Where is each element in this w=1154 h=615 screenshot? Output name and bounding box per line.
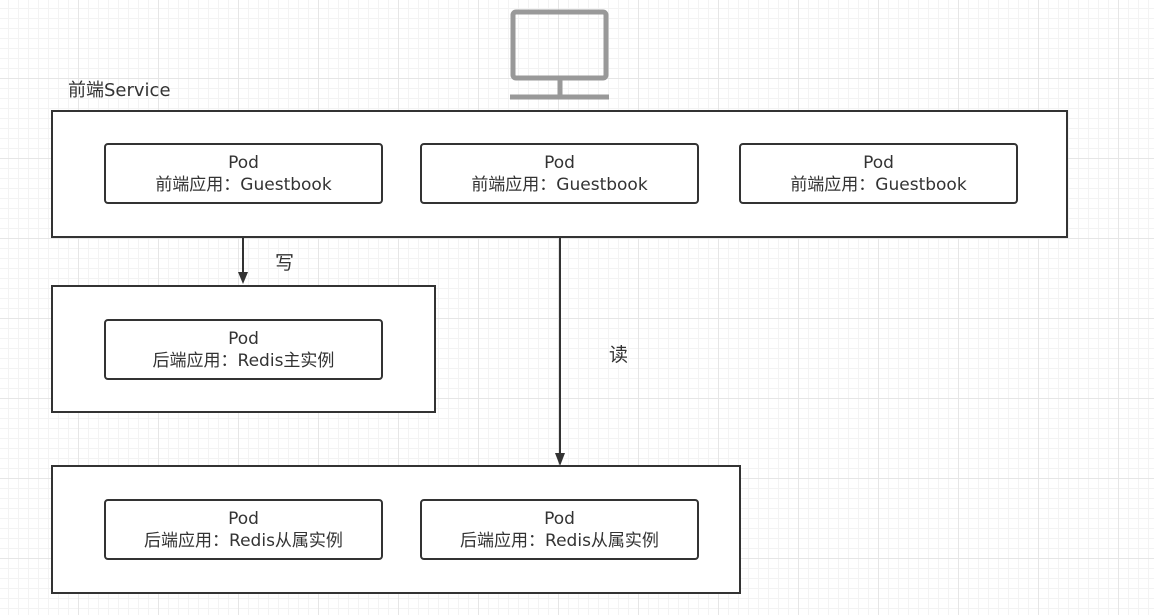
pod-title: Pod	[228, 328, 259, 349]
pod-title: Pod	[228, 152, 259, 173]
frontend-service-label: 前端Service	[68, 80, 171, 101]
read-arrow	[555, 238, 565, 466]
frontend-pod: Pod 前端应用：Guestbook	[739, 143, 1018, 204]
write-label: 写	[275, 252, 295, 274]
redis-master-pod: Pod 后端应用：Redis主实例	[104, 319, 383, 380]
pod-subtitle: 前端应用：Guestbook	[790, 174, 967, 195]
redis-slave-pod: Pod 后端应用：Redis从属实例	[104, 499, 383, 560]
write-arrow	[238, 238, 248, 284]
pod-subtitle: 前端应用：Guestbook	[471, 174, 648, 195]
pod-subtitle: 前端应用：Guestbook	[155, 174, 332, 195]
frontend-pod: Pod 前端应用：Guestbook	[104, 143, 383, 204]
read-label: 读	[609, 344, 629, 366]
pod-subtitle: 后端应用：Redis从属实例	[144, 530, 343, 551]
pod-title: Pod	[544, 152, 575, 173]
pod-subtitle: 后端应用：Redis从属实例	[460, 530, 659, 551]
frontend-pod: Pod 前端应用：Guestbook	[420, 143, 699, 204]
pod-subtitle: 后端应用：Redis主实例	[152, 350, 335, 371]
pod-title: Pod	[544, 508, 575, 529]
pod-title: Pod	[228, 508, 259, 529]
redis-slave-pod: Pod 后端应用：Redis从属实例	[420, 499, 699, 560]
pod-title: Pod	[863, 152, 894, 173]
monitor-icon	[510, 9, 609, 100]
